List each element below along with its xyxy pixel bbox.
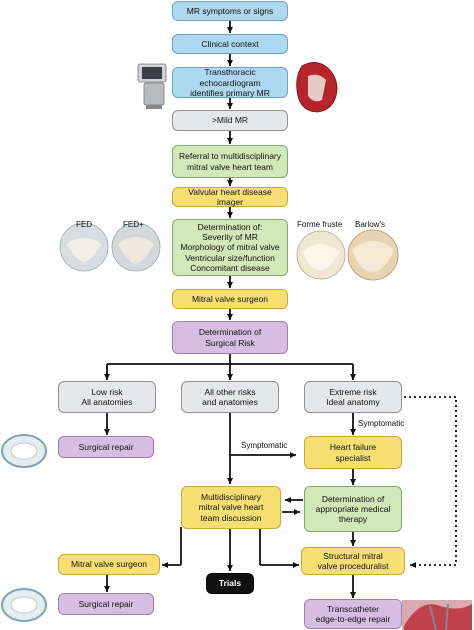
node-mild-mr: >Mild MR [172,110,288,131]
node-mv-surgeon-bottom: Mitral valve surgeon [58,554,160,575]
valve-image-barlows [347,229,399,281]
node-surgical-repair-1: Surgical repair [58,436,154,458]
heart-illustration-icon [296,62,338,113]
label-forme-fruste: Forme fruste [297,220,343,229]
node-surgical-repair-2: Surgical repair [58,593,154,615]
transcatheter-clip-icon [402,600,472,630]
ultrasound-machine-icon [137,63,167,109]
node-tte: Transthoracic echocardiogram identifies … [172,67,288,98]
node-hf-specialist: Heart failure specialist [304,436,402,469]
node-trials: Trials [206,573,254,594]
label-symptomatic-2: Symptomatic [358,419,405,428]
annuloplasty-ring-icon [1,434,47,468]
node-clinical-context: Clinical context [172,34,288,54]
valve-image-fed-plus [111,222,161,272]
label-symptomatic-1: Symptomatic [241,441,288,450]
node-mr-symptoms: MR symptoms or signs [172,1,288,21]
annuloplasty-ring-icon-2 [1,588,47,622]
label-fed-plus: FED+ [123,220,144,229]
node-teer: Transcatheter edge-to-edge repair [304,599,402,629]
node-mv-surgeon-top: Mitral valve surgeon [172,289,288,309]
label-barlows: Barlow's [355,220,385,229]
label-fed: FED [76,220,92,229]
node-medical-therapy: Determination of appropriate medical the… [304,486,402,532]
node-extreme-risk: Extreme risk Ideal anatomy [304,381,402,413]
node-structural-proceduralist: Structural mitral valve proceduralist [301,547,405,575]
node-surgical-risk: Determination of Surgical Risk [172,321,288,354]
node-low-risk: Low risk All anatomies [58,381,156,413]
node-vhd-imager: Valvular heart disease imager [172,187,288,207]
node-determination: Determination of: Severity of MR Morphol… [172,219,288,276]
valve-image-fed [59,222,109,272]
node-other-risks: All other risks and anatomies [181,381,279,413]
node-mdt-discussion: Multidisciplinary mitral valve heart tea… [181,486,281,529]
dotted-arrow-extreme-to-structural [404,396,457,568]
node-referral: Referral to multidisciplinary mitral val… [172,145,288,178]
valve-image-forme-fruste [296,230,346,280]
